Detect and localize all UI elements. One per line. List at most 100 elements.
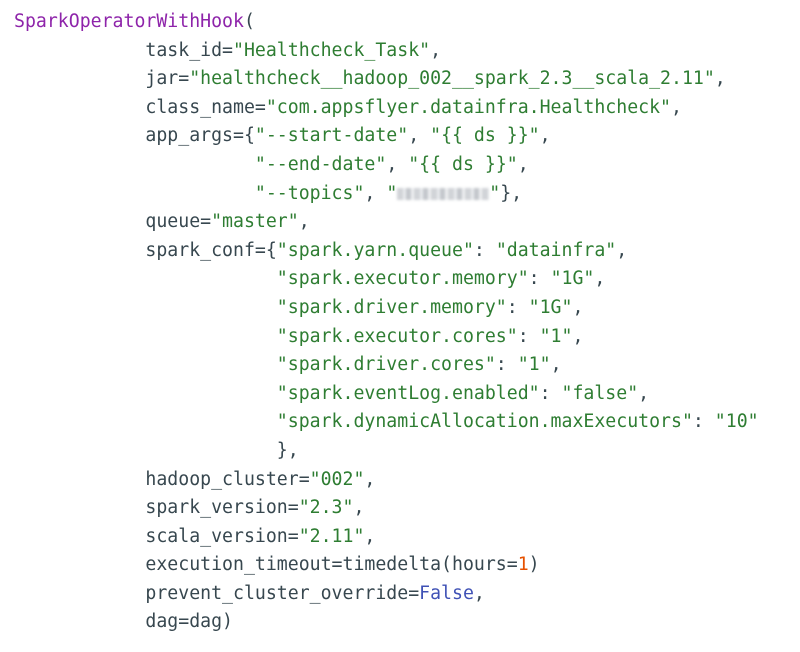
code-token: , (473, 582, 485, 604)
code-token: , (714, 68, 726, 90)
code-token: : (473, 239, 496, 261)
code-token (14, 297, 277, 318)
code-token: "--start-date" (254, 125, 409, 147)
code-token: SparkOperatorWithHook (14, 11, 244, 32)
code-line: scala_version="2.11", (14, 523, 800, 552)
code-line: "spark.dynamicAllocation.maxExecutors": … (14, 408, 800, 437)
code-line: queue="master", (14, 208, 800, 237)
code-line: "spark.driver.memory": "1G", (14, 294, 800, 323)
code-token: , (539, 125, 551, 147)
code-token: "10" (714, 411, 759, 433)
code-token: "--end-date" (254, 153, 387, 175)
code-token: , (594, 268, 606, 290)
code-token: "{{ ds }}" (408, 153, 518, 175)
code-token: : (517, 325, 540, 347)
code-token: ) (528, 554, 540, 576)
code-token: dag=dag) (14, 611, 233, 633)
code-line: prevent_cluster_override=False, (14, 580, 800, 609)
code-token: , (572, 296, 584, 318)
code-token (14, 326, 277, 347)
code-token: "spark.driver.cores" (276, 354, 496, 376)
code-token: "healthcheck__hadoop_002__spark_2.3__sca… (189, 68, 715, 90)
code-token: , (550, 354, 562, 376)
code-token: : (506, 296, 529, 318)
code-line: "--topics", " "}, (14, 180, 800, 209)
code-token: , (408, 125, 431, 147)
code-token: "spark.driver.memory" (276, 296, 507, 318)
code-token (14, 354, 277, 375)
code-line: "spark.executor.memory": "1G", (14, 265, 800, 294)
code-token: "Healthcheck_Task" (233, 39, 431, 61)
code-token: "com.appsflyer.datainfra.Healthcheck" (265, 96, 672, 118)
code-line: "--end-date", "{{ ds }}", (14, 151, 800, 180)
code-line: "spark.executor.cores": "1", (14, 323, 800, 352)
code-token: , (517, 153, 529, 175)
code-token: , (430, 39, 442, 61)
code-token: "spark.eventLog.enabled" (276, 382, 540, 404)
code-token: class_name= (14, 96, 266, 118)
code-token: "datainfra" (495, 239, 617, 261)
code-line: spark_version="2.3", (14, 494, 800, 523)
code-token: False (419, 582, 474, 604)
code-token: "1" (539, 325, 573, 347)
code-token: , (671, 96, 682, 118)
code-token: ( (243, 11, 255, 32)
code-line: "spark.eventLog.enabled": "false", (14, 380, 800, 409)
code-token: hadoop_cluster= (14, 468, 310, 490)
code-token: , (364, 525, 376, 547)
code-token: , (353, 497, 365, 519)
code-token: , (364, 182, 387, 204)
code-token: "1G" (528, 296, 573, 318)
code-token: : (539, 382, 562, 404)
code-token: queue= (14, 211, 212, 233)
code-token: spark_conf={ (14, 239, 277, 261)
code-line: dag=dag) (14, 608, 800, 637)
code-token: "spark.dynamicAllocation.maxExecutors" (276, 411, 693, 433)
code-token (14, 183, 255, 204)
code-token: "2.11" (298, 525, 365, 547)
code-token (14, 411, 277, 432)
code-token: "002" (309, 468, 365, 490)
code-token: : (495, 354, 518, 376)
code-token: task_id= (14, 39, 233, 61)
code-line: SparkOperatorWithHook( (14, 8, 800, 37)
code-token: " (386, 182, 398, 204)
code-token: , (364, 468, 376, 490)
code-token: "master" (211, 211, 299, 233)
code-line: jar="healthcheck__hadoop_002__spark_2.3_… (14, 65, 800, 94)
code-line: class_name="com.appsflyer.datainfra.Heal… (14, 94, 800, 123)
code-token: "{{ ds }}" (430, 125, 540, 147)
code-token: }, (14, 439, 299, 461)
code-token: prevent_cluster_override= (14, 582, 420, 604)
code-line: app_args={"--start-date", "{{ ds }}", (14, 122, 800, 151)
code-token: spark_version= (14, 497, 299, 519)
code-token: "1G" (550, 268, 595, 290)
code-line: "spark.driver.cores": "1", (14, 351, 800, 380)
code-token (14, 383, 277, 404)
code-token: "spark.executor.memory" (276, 268, 529, 290)
code-token: "2.3" (298, 497, 354, 519)
code-token: execution_timeout=timedelta(hours= (14, 554, 518, 576)
code-line: task_id="Healthcheck_Task", (14, 37, 800, 66)
code-token: , (298, 211, 310, 233)
code-token: 1 (517, 554, 529, 576)
code-token: "1" (517, 354, 551, 376)
code-line: }, (14, 437, 800, 466)
code-token: app_args={ (14, 125, 255, 147)
code-token (14, 154, 255, 175)
code-token: , (616, 239, 628, 261)
code-token: , (572, 325, 584, 347)
redacted-value (397, 187, 490, 200)
code-token: }, (500, 182, 523, 204)
code-line: spark_conf={"spark.yarn.queue": "datainf… (14, 237, 800, 266)
code-token: scala_version= (14, 525, 299, 547)
code-line: hadoop_cluster="002", (14, 466, 800, 495)
code-token: "spark.yarn.queue" (276, 239, 474, 261)
code-token: "false" (561, 382, 639, 404)
code-token: "spark.executor.cores" (276, 325, 518, 347)
code-token (14, 268, 277, 289)
code-token: " (489, 182, 501, 204)
code-token: : (528, 268, 551, 290)
code-token: "--topics" (254, 182, 365, 204)
